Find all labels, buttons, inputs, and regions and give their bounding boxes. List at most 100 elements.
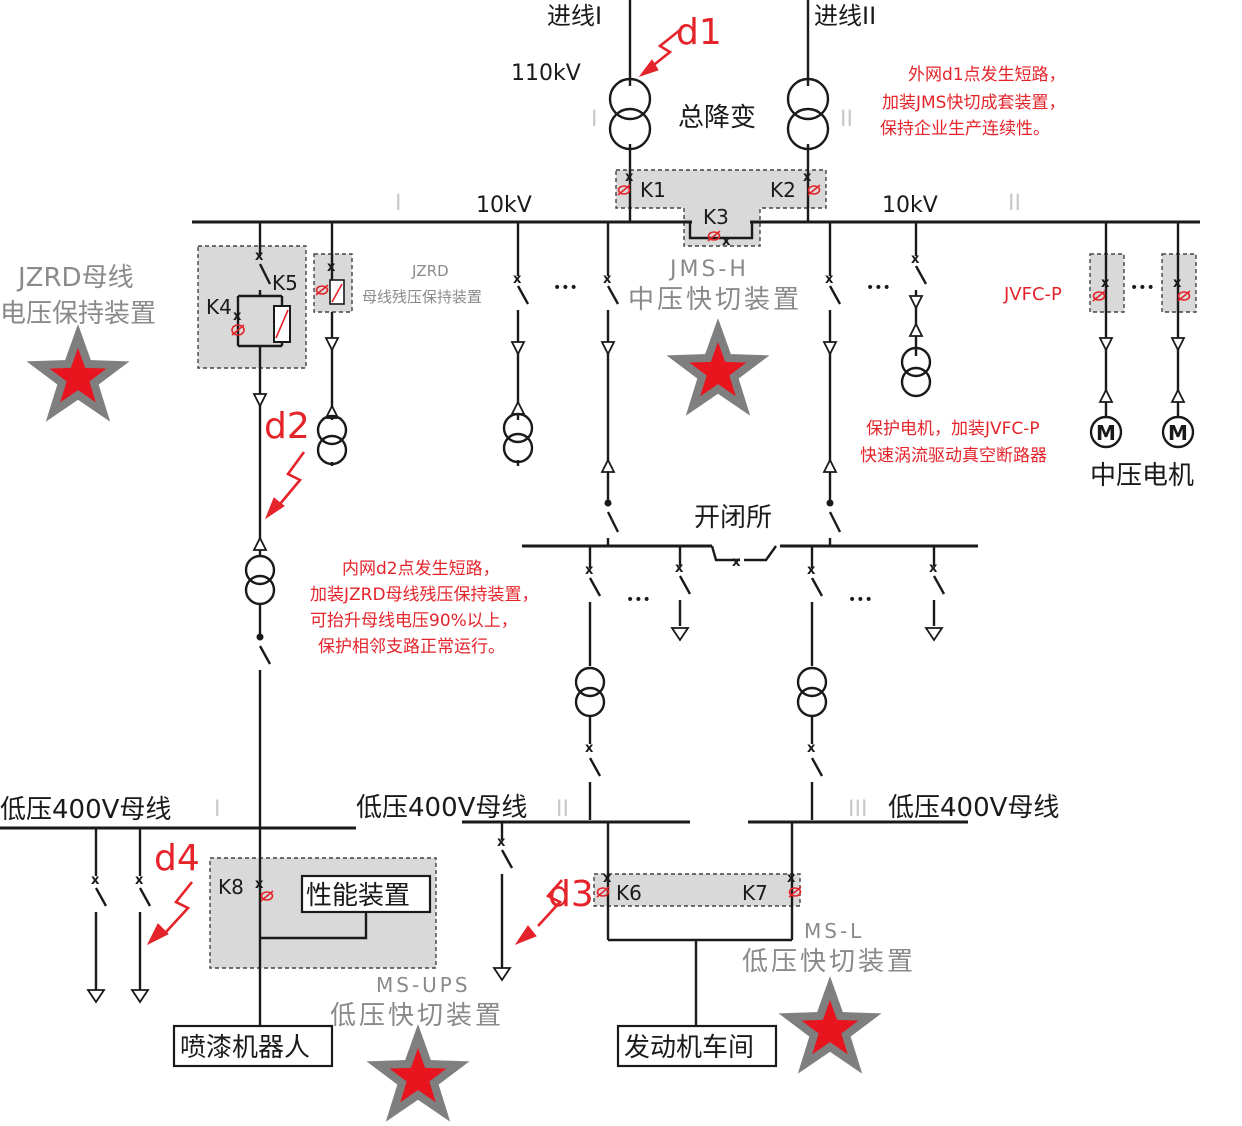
inner-note-line-3: 可抬升母线电压90%以上， bbox=[310, 611, 518, 631]
jvfc-p-label: JVFC-P bbox=[1003, 284, 1062, 305]
svg-text:x: x bbox=[255, 877, 264, 892]
jzrd-small-model: JZRD bbox=[411, 262, 449, 280]
station-ellipsis-1: ••• bbox=[626, 592, 651, 608]
kv10-left-label: 10kV bbox=[476, 193, 532, 218]
svg-text:x: x bbox=[603, 871, 612, 886]
k3-label: K3 bbox=[703, 205, 729, 229]
mv-motor-label: 中压电机 bbox=[1090, 461, 1194, 491]
jvfc-p-section: x x M M ••• JVFC-P 中压电机 保护电机，加装JVFC-P 快速… bbox=[860, 222, 1197, 491]
svg-text:x: x bbox=[825, 272, 834, 287]
paint-robot-label: 喷漆机器人 bbox=[180, 1033, 310, 1063]
svg-text:x: x bbox=[807, 563, 816, 578]
svg-text:x: x bbox=[929, 561, 938, 576]
svg-text:x: x bbox=[585, 563, 594, 578]
jms-h-model: JMS-H bbox=[668, 257, 749, 282]
svg-text:x: x bbox=[513, 272, 522, 287]
feeder-ellipsis-1: ••• bbox=[553, 280, 578, 296]
jvfc-ellipsis: ••• bbox=[1130, 280, 1155, 296]
kv110-label: 110kV bbox=[511, 61, 581, 86]
lv-bus-2-3-section: 低压400V母线 II 低压400V母线 III x d3 x x K6 K7 … bbox=[356, 793, 1059, 1068]
outer-note-line-1: 外网d1点发生短路， bbox=[908, 65, 1066, 85]
motor-note-line-1: 保护电机，加装JVFC-P bbox=[866, 419, 1040, 439]
roman-1-bus: I bbox=[395, 191, 402, 216]
svg-text:x: x bbox=[91, 873, 100, 888]
inner-note-line-1: 内网d2点发生短路， bbox=[342, 559, 500, 579]
svg-text:x: x bbox=[675, 561, 684, 576]
svg-text:x: x bbox=[787, 871, 796, 886]
jms-h-desc: 中压快切装置 bbox=[628, 285, 802, 315]
motor-2-symbol: M bbox=[1168, 421, 1188, 445]
svg-text:x: x bbox=[732, 555, 741, 570]
k1-label: K1 bbox=[640, 178, 666, 202]
inner-note-line-2: 加装JZRD母线残压保持装置， bbox=[310, 585, 539, 605]
ms-l-desc: 低压快切装置 bbox=[742, 947, 916, 977]
fault-d2-bolt bbox=[279, 451, 306, 505]
fault-d1-arrow bbox=[638, 59, 659, 77]
star-icon-jzrd bbox=[38, 336, 118, 412]
bus-10kv: 10kV 10kV I II bbox=[192, 191, 1200, 224]
motor-1-symbol: M bbox=[1096, 421, 1116, 445]
star-icon-ms-ups bbox=[378, 1036, 458, 1112]
perf-device-label: 性能装置 bbox=[306, 881, 410, 911]
motor-note-line-2: 快速涡流驱动真空断路器 bbox=[860, 446, 1047, 466]
star-icon-jms-h bbox=[678, 330, 758, 406]
k7-label: K7 bbox=[742, 881, 768, 905]
motor-1-icon bbox=[1089, 415, 1123, 449]
ms-ups-model: MS-UPS bbox=[376, 973, 471, 997]
k4-label: K4 bbox=[206, 295, 232, 319]
svg-text:x: x bbox=[911, 252, 920, 267]
fault-d4-arrow bbox=[146, 923, 169, 946]
roman-1-lv: I bbox=[214, 797, 221, 822]
left-branch: d2 内网d2点发生短路， 加装JZRD母线残压保持装置， 可抬升母线电压90%… bbox=[244, 406, 539, 828]
jzrd-small-desc: 母线残压保持装置 bbox=[362, 288, 482, 306]
roman-1-top: I bbox=[591, 107, 598, 132]
outer-note-line-2: 加装JMS快切成套装置， bbox=[882, 93, 1065, 113]
fault-d2-label: d2 bbox=[264, 406, 310, 447]
svg-text:x: x bbox=[1173, 276, 1182, 291]
svg-text:x: x bbox=[255, 249, 264, 264]
lv-bus-1-label: 低压400V母线 bbox=[0, 795, 171, 825]
paint-robot-box bbox=[172, 1024, 334, 1068]
roman-2-bus: II bbox=[1008, 191, 1021, 216]
main-transformer-label: 总降变 bbox=[678, 103, 756, 133]
inner-note-line-4: 保护相邻支路正常运行。 bbox=[318, 637, 505, 657]
svg-text:x: x bbox=[625, 170, 634, 185]
ms-l-model: MS-L bbox=[804, 919, 864, 943]
star-icon-ms-l bbox=[790, 988, 870, 1064]
outer-note-line-3: 保持企业生产连续性。 bbox=[880, 119, 1050, 139]
svg-text:x: x bbox=[803, 170, 812, 185]
fault-d1-bolt bbox=[649, 28, 681, 70]
svg-text:x: x bbox=[1101, 276, 1110, 291]
feeders-10kv: x ••• x x ••• x bbox=[502, 222, 932, 546]
jms-h-device: x x K1 K2 x K3 JMS-H 中压快切装置 bbox=[615, 144, 827, 315]
roman-2-top: II bbox=[840, 107, 853, 132]
incoming-line-1-label: 进线I bbox=[547, 2, 602, 30]
jzrd-title-2: 电压保持装置 bbox=[0, 299, 156, 329]
k8-label: K8 bbox=[218, 875, 244, 899]
svg-text:x: x bbox=[603, 272, 612, 287]
switching-station: 开闭所 x x x x ••• x x x ••• bbox=[522, 503, 978, 820]
kv10-right-label: 10kV bbox=[882, 193, 938, 218]
k5-label: K5 bbox=[272, 271, 298, 295]
switching-station-label: 开闭所 bbox=[694, 503, 772, 533]
svg-text:x: x bbox=[722, 234, 731, 249]
roman-3-lv: III bbox=[848, 797, 867, 822]
svg-text:x: x bbox=[585, 741, 594, 756]
engine-workshop-box bbox=[616, 1024, 778, 1068]
fault-d1-label: d1 bbox=[676, 12, 722, 53]
svg-text:x: x bbox=[497, 835, 506, 850]
svg-text:x: x bbox=[233, 309, 242, 324]
jzrd-device: x x K4 K5 x JZRD 母线残压保持装置 JZRD母线 电压保持装置 bbox=[0, 222, 482, 500]
k2-label: K2 bbox=[770, 178, 796, 202]
fault-d2-arrow bbox=[264, 497, 285, 520]
lv-bus-2-label: 低压400V母线 bbox=[356, 793, 527, 823]
lv-bus-3-label: 低压400V母线 bbox=[888, 793, 1059, 823]
feeder-ellipsis-2: ••• bbox=[866, 280, 891, 296]
k6-label: K6 bbox=[616, 881, 642, 905]
station-ellipsis-2: ••• bbox=[848, 592, 873, 608]
motor-2-icon bbox=[1161, 415, 1195, 449]
svg-text:x: x bbox=[135, 873, 144, 888]
jzrd-title-1: JZRD母线 bbox=[16, 263, 134, 293]
engine-workshop-label: 发动机车间 bbox=[624, 1033, 754, 1063]
